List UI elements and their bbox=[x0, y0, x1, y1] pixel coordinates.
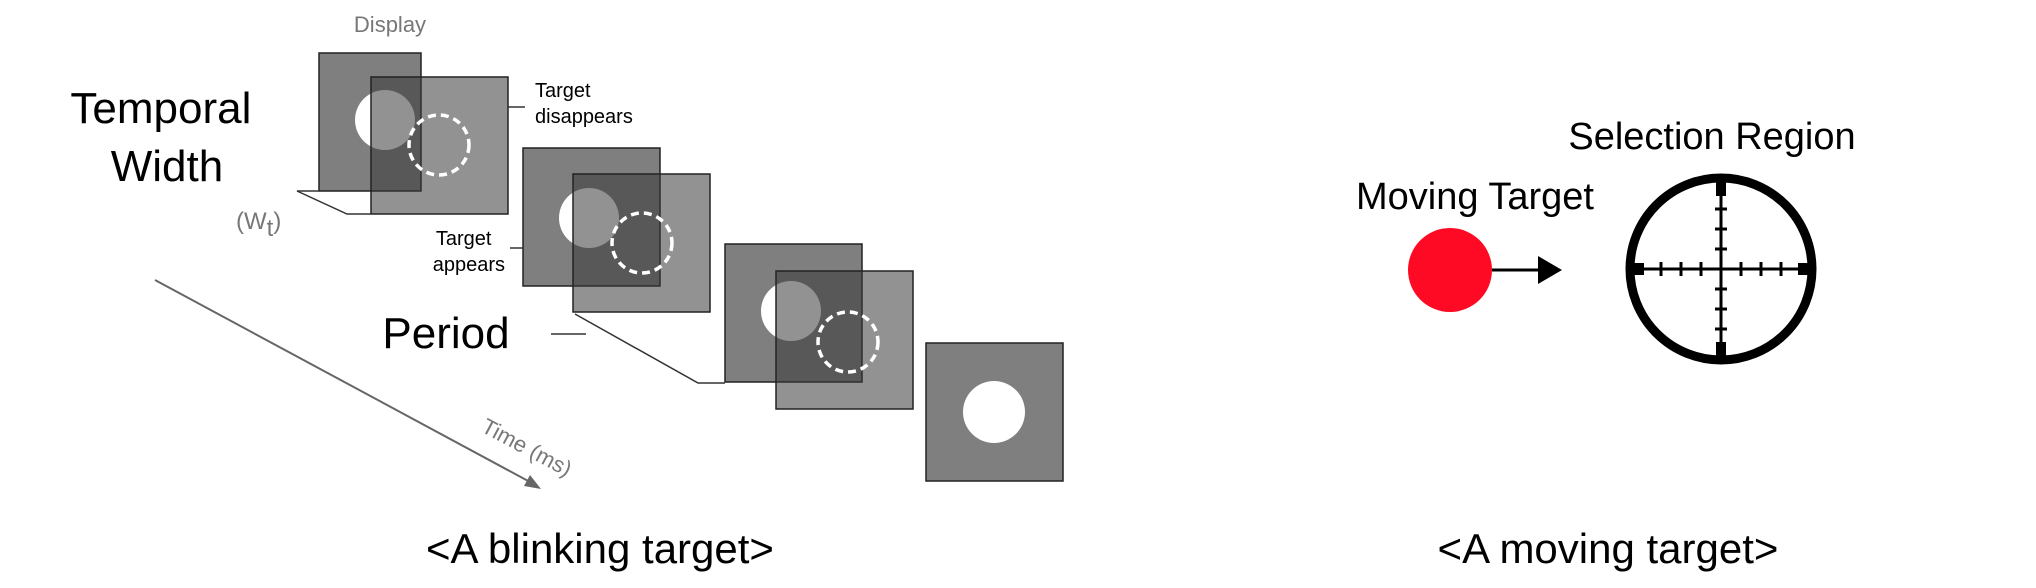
crosshair-post bbox=[1632, 263, 1644, 275]
temporal-width-bracket bbox=[296, 190, 371, 215]
target-disappears-line2: disappears bbox=[535, 106, 633, 128]
hidden-target-outline bbox=[816, 310, 880, 374]
display-frame-front bbox=[370, 76, 509, 215]
wt-symbol: (W bbox=[236, 208, 267, 235]
target-disappears-line1: Target bbox=[535, 80, 591, 102]
display-frame-group-4 bbox=[925, 342, 1064, 482]
arrowhead-icon bbox=[1538, 256, 1562, 284]
display-label: Display bbox=[354, 12, 426, 37]
crosshair-ticks-horizontal bbox=[1659, 262, 1783, 276]
crosshair-post bbox=[1716, 180, 1726, 196]
blinking-caption: <A blinking target> bbox=[426, 525, 774, 572]
crosshair-ticks-vertical bbox=[1715, 207, 1727, 331]
arrowhead-icon bbox=[524, 475, 541, 489]
crosshair-ring bbox=[1625, 173, 1817, 365]
crosshair-post bbox=[1716, 342, 1726, 358]
target-appears-label: Target appears bbox=[433, 228, 505, 276]
moving-caption: <A moving target> bbox=[1438, 525, 1779, 572]
target-appears-line2: appears bbox=[433, 254, 505, 276]
wt-subscript: t bbox=[267, 215, 274, 242]
moving-target-diagram: Selection Region Moving Target bbox=[1356, 116, 1856, 572]
time-axis-label: Time (ms) bbox=[478, 413, 576, 481]
target-circle bbox=[963, 381, 1025, 443]
moving-target-circle bbox=[1408, 228, 1492, 312]
wt-close: ) bbox=[273, 208, 281, 235]
selection-region-label: Selection Region bbox=[1568, 116, 1855, 158]
blinking-target-diagram: Display Temporal Width (Wt) Target disap… bbox=[70, 12, 1064, 572]
temporal-width-line1: Temporal bbox=[70, 84, 251, 133]
time-axis-arrow bbox=[154, 279, 531, 483]
target-appears-line1: Target bbox=[436, 228, 492, 250]
period-bracket bbox=[574, 313, 725, 384]
display-frame-group-1 bbox=[318, 52, 509, 215]
display-frame-group-2 bbox=[522, 147, 711, 313]
display-frame-group-3 bbox=[724, 243, 914, 410]
hidden-target-outline bbox=[407, 113, 471, 177]
moving-target-label: Moving Target bbox=[1356, 176, 1594, 218]
target-disappears-label: Target disappears bbox=[535, 80, 633, 128]
temporal-width-label: Temporal Width bbox=[70, 84, 263, 191]
display-frame-front bbox=[572, 173, 711, 313]
display-frame-front bbox=[775, 270, 914, 410]
crosshair-post bbox=[1798, 263, 1810, 275]
hidden-target-outline bbox=[610, 211, 674, 275]
wt-label: (Wt) bbox=[236, 208, 281, 242]
period-label: Period bbox=[382, 309, 509, 358]
temporal-width-line2: Width bbox=[111, 142, 223, 191]
selection-region-crosshair bbox=[1625, 173, 1817, 365]
